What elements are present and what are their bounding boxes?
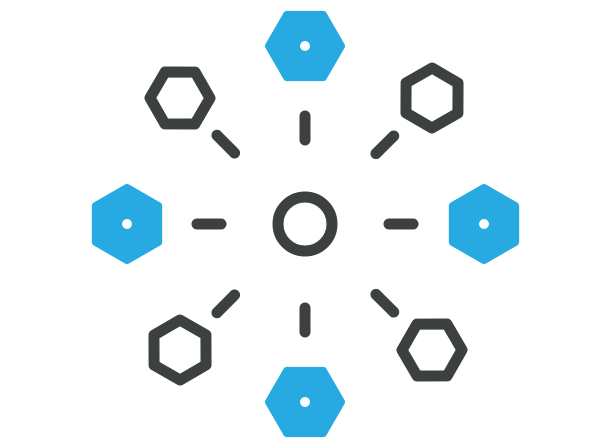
connector-lines	[191, 110, 419, 338]
connector-line	[370, 130, 400, 160]
node-left-dot-icon	[122, 219, 132, 229]
node-bottom-dot-icon	[300, 397, 310, 407]
outer-nodes	[91, 10, 520, 438]
node-bottom-right-icon	[396, 318, 468, 382]
connector-line	[211, 289, 241, 319]
hub	[272, 191, 338, 257]
node-bottom-left-icon	[148, 314, 212, 386]
node-top-left-icon	[144, 66, 216, 130]
hub-circle-icon	[272, 191, 338, 257]
connector-line	[370, 288, 400, 318]
node-top-dot-icon	[300, 41, 310, 51]
node-right-dot-icon	[479, 219, 489, 229]
connector-line	[211, 129, 241, 159]
node-top-right-icon	[400, 62, 464, 134]
